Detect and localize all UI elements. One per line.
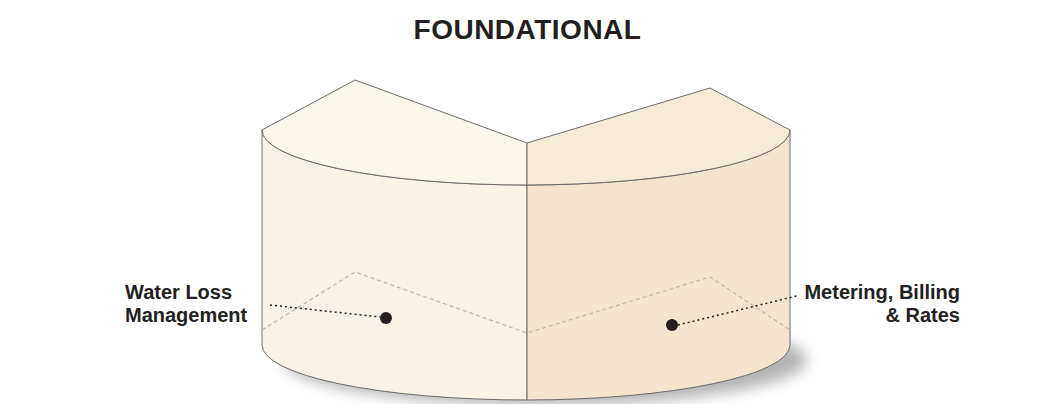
leader-line [678,296,796,325]
callout-dot [666,319,678,331]
diagram-title: FOUNDATIONAL [0,14,1055,46]
leader-line [270,305,380,317]
callout-label: Water Loss Management [125,281,285,327]
callout-label: Metering, Billing & Rates [795,281,960,327]
right-top [527,88,790,185]
hidden-edge [262,272,790,333]
left-top [262,80,527,185]
callout-dot [380,312,392,324]
